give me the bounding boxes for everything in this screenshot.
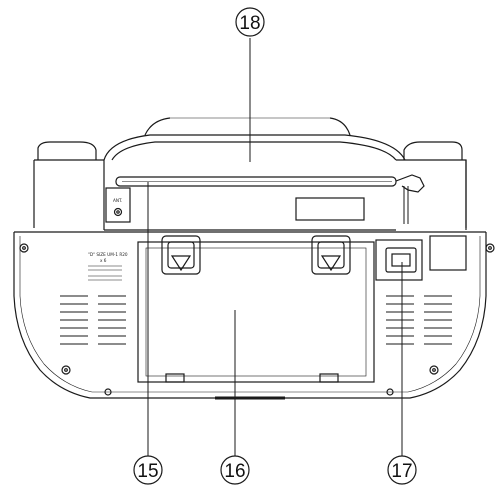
left-door-latch xyxy=(161,235,201,275)
right-speaker-housing xyxy=(396,141,467,230)
callout-18-label: 18 xyxy=(239,13,260,34)
main-cabinet xyxy=(13,229,487,400)
callout-16-label: 16 xyxy=(224,461,245,482)
telescopic-antenna xyxy=(115,174,425,224)
callout-15-label: 15 xyxy=(137,461,158,482)
ac-power-socket xyxy=(375,239,423,281)
battery-label-lines xyxy=(88,265,122,281)
callout-17: 17 xyxy=(387,455,417,485)
battery-label: "D" SIZE UM-1 R20 xyxy=(88,252,128,257)
callout-17-label: 17 xyxy=(391,461,412,482)
callout-15: 15 xyxy=(133,455,163,485)
left-speaker-grille xyxy=(60,295,126,345)
antenna-jack-label: ANT. xyxy=(113,198,122,203)
battery-compartment-door xyxy=(137,241,375,383)
callout-18: 18 xyxy=(235,7,265,37)
antenna-jack xyxy=(105,187,131,223)
leader-lines xyxy=(147,38,403,456)
screw-holes xyxy=(19,243,495,396)
battery-count-label: x 6 xyxy=(100,258,107,263)
right-door-latch xyxy=(311,235,351,275)
left-speaker-housing xyxy=(33,141,105,230)
callout-16: 16 xyxy=(220,455,250,485)
ac-inlet-cover xyxy=(429,235,467,271)
top-slot xyxy=(295,197,365,221)
right-speaker-grille xyxy=(386,295,452,345)
top-handle xyxy=(103,117,406,161)
